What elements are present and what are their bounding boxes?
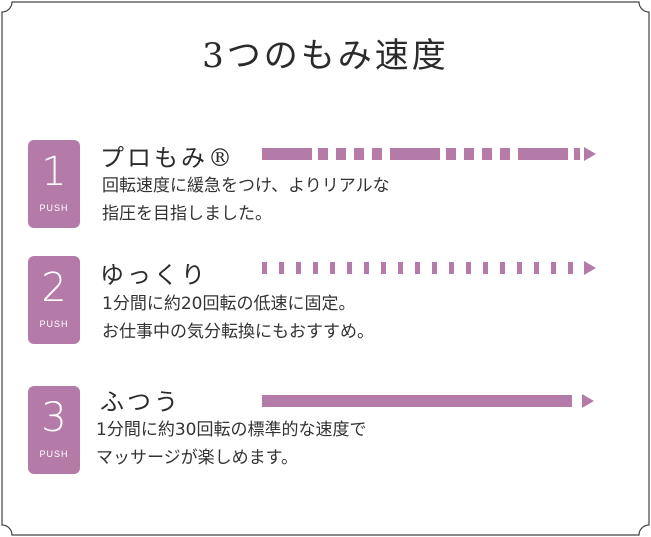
mode-3-badge: 3 PUSH (28, 386, 80, 474)
speed-pattern-solid-bar (262, 394, 594, 408)
mode-3-desc-line-1: 1分間に約30回転の標準的な速度で (96, 420, 367, 440)
mode-3-desc-line-2: マッサージが楽しめます。 (96, 448, 298, 468)
speed-pattern-variable-bar (262, 147, 596, 161)
mode-1-desc-line-2: 指圧を目指しました。 (102, 204, 272, 224)
page-title: 3つのもみ速度 (202, 36, 449, 76)
mode-1-desc-line-1: 回転速度に緩急をつけ、よりリアルな (102, 176, 390, 196)
mode-1-badge: 1 PUSH (28, 140, 80, 228)
speed-pattern-dotted-bar (262, 261, 596, 275)
mode-2-badge: 2 PUSH (28, 256, 80, 344)
mode-2-desc-line-1: 1分間に約20回転の低速に固定。 (102, 294, 356, 314)
mode-number: 1 (41, 149, 67, 195)
push-label: PUSH (39, 449, 69, 459)
push-label: PUSH (39, 203, 69, 213)
mode-number: 3 (41, 395, 67, 441)
mode-1-name: プロもみ® (100, 144, 235, 172)
mode-2-name: ゆっくり (100, 261, 208, 289)
push-label: PUSH (39, 319, 69, 329)
mode-3-name: ふつう (100, 388, 181, 416)
mode-2-desc-line-2: お仕事中の気分転換にもおすすめ。 (102, 322, 374, 342)
mode-number: 2 (41, 265, 67, 311)
